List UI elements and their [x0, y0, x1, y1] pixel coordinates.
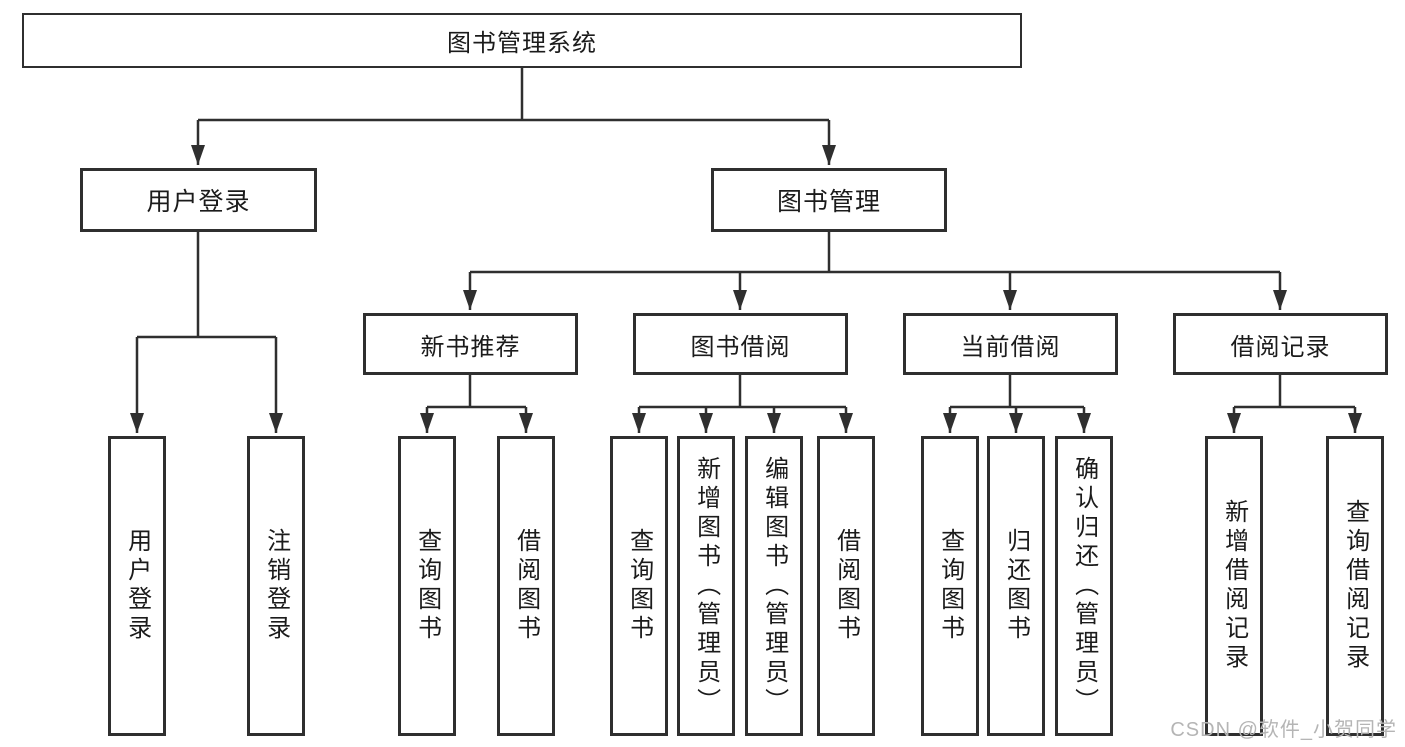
node-book-management: 图书管理 [711, 168, 947, 232]
node-label: 当前借阅 [960, 333, 1061, 361]
leaf-label: 查询图书 [936, 528, 964, 644]
leaf-query-books-current: 查询图书 [921, 436, 979, 736]
leaf-edit-books-admin: 编辑图书（管理员） [745, 436, 803, 736]
leaf-logout: 注销登录 [247, 436, 305, 736]
node-label: 图书管理系统 [447, 30, 597, 57]
leaf-label: 查询图书 [413, 528, 441, 644]
leaf-label: 借阅图书 [512, 528, 540, 644]
leaf-label: 新增图书（管理员） [692, 455, 720, 717]
leaf-label: 新增借阅记录 [1220, 499, 1248, 673]
node-label: 图书管理 [776, 188, 881, 216]
leaf-return-books: 归还图书 [987, 436, 1045, 736]
leaf-user-login: 用户登录 [108, 436, 166, 736]
leaf-query-books-borrowing: 查询图书 [610, 436, 668, 736]
node-library-system-root: 图书管理系统 [22, 13, 1022, 68]
leaf-borrow-books-recommend: 借阅图书 [497, 436, 555, 736]
leaf-label: 查询借阅记录 [1341, 499, 1369, 673]
leaf-label: 查询图书 [625, 528, 653, 644]
node-user-login: 用户登录 [80, 168, 317, 232]
leaf-confirm-return-admin: 确认归还（管理员） [1055, 436, 1113, 736]
leaf-label: 编辑图书（管理员） [760, 455, 788, 717]
leaf-label: 归还图书 [1002, 528, 1030, 644]
leaf-label: 确认归还（管理员） [1070, 455, 1098, 717]
node-current-borrowing: 当前借阅 [903, 313, 1118, 375]
node-label: 新书推荐 [420, 333, 521, 361]
leaf-borrow-books: 借阅图书 [817, 436, 875, 736]
leaf-add-borrow-record: 新增借阅记录 [1205, 436, 1263, 736]
node-label: 借阅记录 [1230, 333, 1331, 361]
node-new-book-recommend: 新书推荐 [363, 313, 578, 375]
leaf-label: 借阅图书 [832, 528, 860, 644]
node-label: 用户登录 [146, 188, 251, 216]
leaf-add-books-admin: 新增图书（管理员） [677, 436, 735, 736]
node-label: 图书借阅 [690, 333, 791, 361]
node-borrow-records: 借阅记录 [1173, 313, 1388, 375]
leaf-query-books-recommend: 查询图书 [398, 436, 456, 736]
leaf-label: 用户登录 [123, 528, 151, 644]
csdn-watermark: CSDN @软件_小贺同学 [1170, 719, 1397, 741]
node-book-borrowing: 图书借阅 [633, 313, 848, 375]
leaf-query-borrow-record: 查询借阅记录 [1326, 436, 1384, 736]
leaf-label: 注销登录 [262, 528, 290, 644]
